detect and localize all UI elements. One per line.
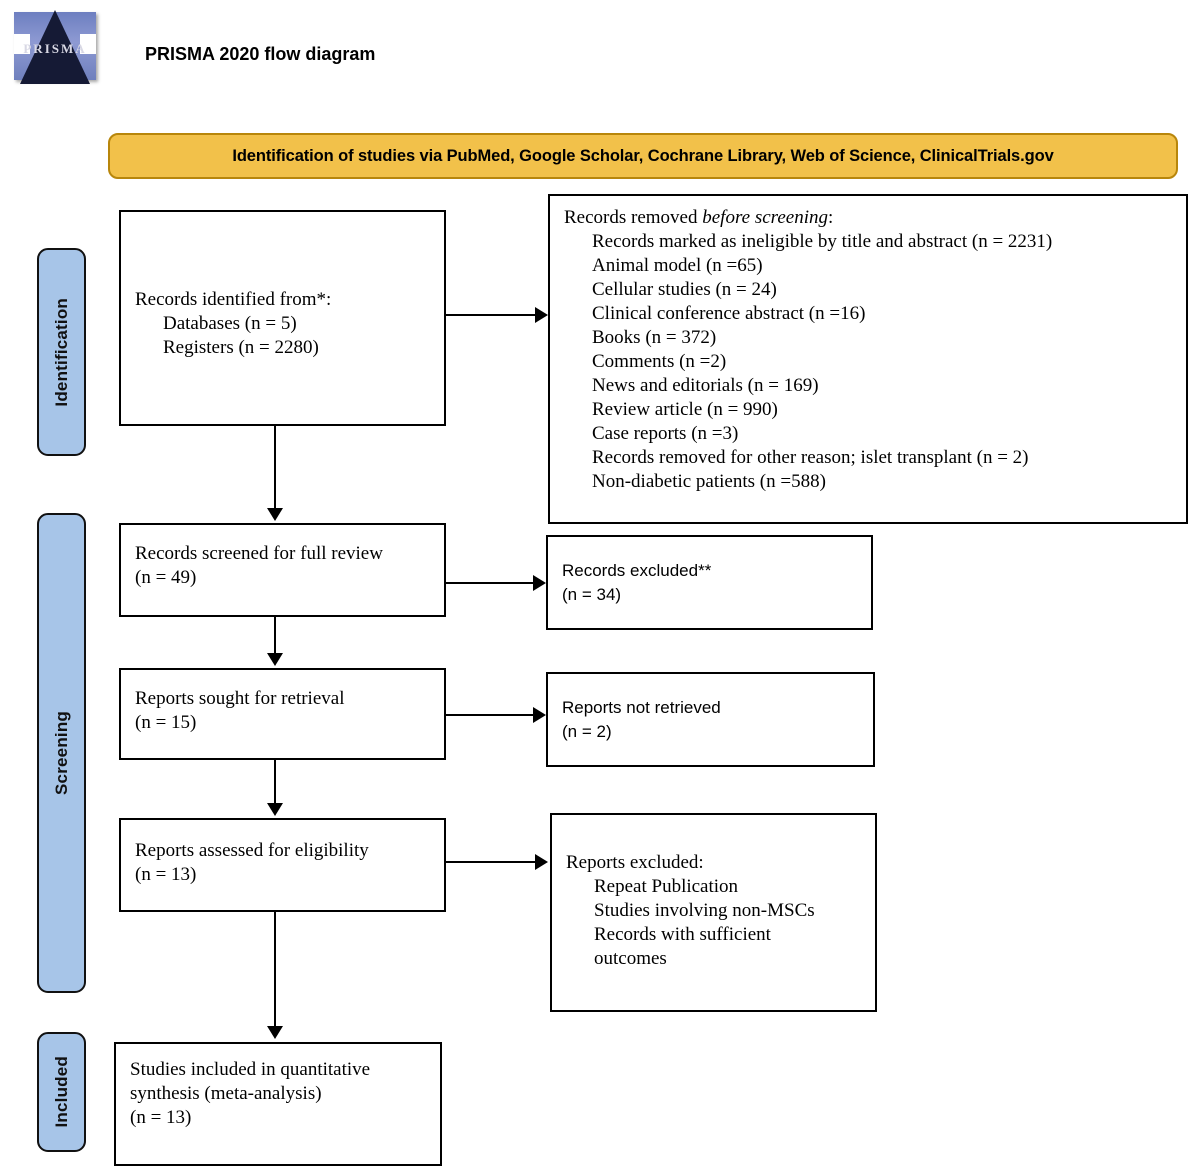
- box-records-identified-item-registers: Registers (n = 2280): [163, 337, 319, 358]
- box-reports-excluded-item-sufficient: Records with sufficient: [594, 924, 771, 945]
- stage-label-screening: Screening: [37, 513, 86, 993]
- box-records-screened-line1: Records screened for full review: [135, 543, 383, 564]
- connector-identified-to-screened-arrow: [267, 508, 283, 521]
- box-reports-assessed: Reports assessed for eligibility (n = 13…: [119, 818, 446, 912]
- stage-label-screening-text: Screening: [51, 711, 71, 795]
- box-records-removed-item-ineligible: Records marked as ineligible by title an…: [592, 231, 1053, 252]
- logo-notch-right: [80, 34, 96, 54]
- identification-banner-label: Identification of studies via PubMed, Go…: [232, 146, 1054, 165]
- identification-banner: Identification of studies via PubMed, Go…: [108, 133, 1178, 179]
- box-records-removed-item-conference-abstract: Clinical conference abstract (n =16): [592, 303, 866, 324]
- prisma-logo: PRISMA: [8, 8, 104, 86]
- connector-sought-to-assessed-arrow: [267, 803, 283, 816]
- box-records-removed-heading: Records removed before screening:: [564, 206, 1176, 230]
- connector-sought-to-notretrieved-arrow: [533, 707, 546, 723]
- box-reports-excluded-item-repeat-publication: Repeat Publication: [594, 876, 739, 897]
- box-studies-included-line3: (n = 13): [130, 1107, 192, 1128]
- box-records-excluded: Records excluded** (n = 34): [546, 535, 873, 630]
- box-records-removed-item-review-article: Review article (n = 990): [592, 399, 778, 420]
- box-records-removed-item-cellular-studies: Cellular studies (n = 24): [592, 279, 777, 300]
- connector-identified-to-removed-line: [446, 314, 536, 316]
- box-records-removed-item-books: Books (n = 372): [592, 327, 717, 348]
- box-reports-not-retrieved-line1: Reports not retrieved: [562, 698, 721, 717]
- box-records-excluded-line2: (n = 34): [562, 585, 622, 604]
- box-reports-excluded: Reports excluded: Repeat Publication Stu…: [550, 813, 877, 1012]
- connector-identified-to-removed-arrow: [535, 307, 548, 323]
- box-records-removed-item-case-reports: Case reports (n =3): [592, 423, 739, 444]
- box-records-removed-heading-post: :: [827, 207, 834, 228]
- box-reports-sought: Reports sought for retrieval (n = 15): [119, 668, 446, 760]
- connector-screened-to-excluded-line: [446, 582, 534, 584]
- connector-sought-to-assessed-line: [274, 760, 276, 805]
- box-records-identified: Records identified from*: Databases (n =…: [119, 210, 446, 426]
- connector-sought-to-notretrieved-line: [446, 714, 534, 716]
- logo-wordmark: PRISMA: [23, 41, 87, 56]
- page-title: PRISMA 2020 flow diagram: [145, 44, 376, 64]
- box-reports-excluded-item-non-mscs: Studies involving non-MSCs: [594, 900, 815, 921]
- connector-screened-to-sought-line: [274, 617, 276, 655]
- logo-triangle-icon: [20, 10, 90, 84]
- box-records-removed-item-news-editorials: News and editorials (n = 169): [592, 375, 819, 396]
- box-records-removed-item-non-diabetic: Non-diabetic patients (n =588): [592, 471, 826, 492]
- box-reports-assessed-line1: Reports assessed for eligibility: [135, 840, 369, 861]
- box-reports-excluded-item-outcomes: outcomes: [594, 948, 667, 969]
- box-studies-included-line2: synthesis (meta-analysis): [130, 1083, 322, 1104]
- box-records-removed-before-screening: Records removed before screening: Record…: [548, 194, 1188, 524]
- box-records-screened: Records screened for full review (n = 49…: [119, 523, 446, 617]
- box-records-removed-heading-italic: before screening: [702, 207, 828, 228]
- box-records-screened-line2: (n = 49): [135, 567, 197, 588]
- connector-assessed-to-repexcluded-line: [446, 861, 536, 863]
- box-reports-sought-line1: Reports sought for retrieval: [135, 688, 345, 709]
- box-reports-not-retrieved: Reports not retrieved (n = 2): [546, 672, 875, 767]
- box-reports-assessed-line2: (n = 13): [135, 864, 197, 885]
- stage-label-included: Included: [37, 1032, 86, 1152]
- connector-assessed-to-included-arrow: [267, 1026, 283, 1039]
- box-records-excluded-line1: Records excluded**: [562, 561, 712, 580]
- box-records-removed-item-comments: Comments (n =2): [592, 351, 727, 372]
- connector-identified-to-screened-line: [274, 426, 276, 510]
- box-records-identified-heading: Records identified from*:: [135, 289, 332, 310]
- box-reports-excluded-heading: Reports excluded:: [566, 852, 704, 873]
- box-studies-included: Studies included in quantitative synthes…: [114, 1042, 442, 1166]
- box-studies-included-line1: Studies included in quantitative: [130, 1059, 371, 1080]
- stage-label-included-text: Included: [51, 1056, 71, 1128]
- box-records-removed-item-animal-model: Animal model (n =65): [592, 255, 763, 276]
- stage-label-identification: Identification: [37, 248, 86, 456]
- box-reports-sought-line2: (n = 15): [135, 712, 197, 733]
- box-records-removed-heading-pre: Records removed: [564, 207, 703, 228]
- connector-assessed-to-repexcluded-arrow: [535, 854, 548, 870]
- connector-screened-to-excluded-arrow: [533, 575, 546, 591]
- box-reports-not-retrieved-line2: (n = 2): [562, 722, 612, 741]
- connector-screened-to-sought-arrow: [267, 653, 283, 666]
- box-records-identified-item-databases: Databases (n = 5): [163, 313, 297, 334]
- logo-notch-left: [14, 34, 30, 54]
- stage-label-identification-text: Identification: [51, 297, 71, 407]
- box-records-removed-item-other-reason: Records removed for other reason; islet …: [592, 447, 1029, 468]
- connector-assessed-to-included-line: [274, 912, 276, 1028]
